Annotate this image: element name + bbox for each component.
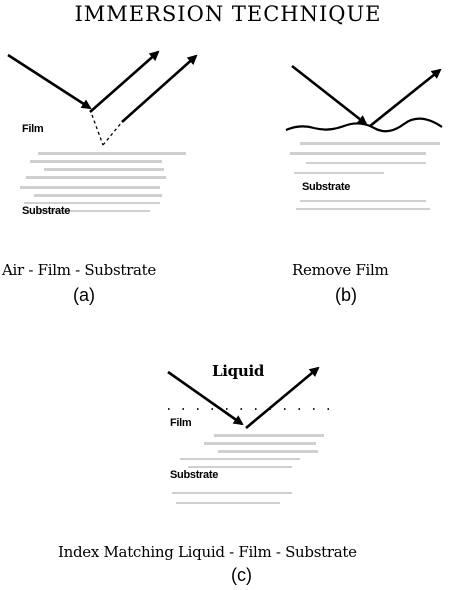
panel-c-liquid-label: Liquid (212, 362, 265, 380)
panel-b-diagram (285, 64, 443, 210)
panel-c-letter: (c) (231, 565, 252, 585)
panel-a-film-layer (26, 152, 186, 179)
panel-c-incident-ray (167, 370, 244, 426)
panel-b-incident-ray (291, 64, 368, 126)
panel-c-substrate-label: Substrate (170, 469, 219, 481)
panel-a-diagram (7, 50, 198, 212)
diagram-title: IMMERSION TECHNIQUE (74, 2, 382, 26)
panel-c-substrate-layer (172, 458, 300, 504)
panel-c-caption: Index Matching Liquid - Film - Substrate (58, 543, 357, 561)
panel-a-substrate-label: Substrate (22, 205, 71, 217)
panel-a-caption: Air - Film - Substrate (2, 261, 156, 279)
panel-b-caption: Remove Film (292, 261, 389, 279)
panel-b-letter: (b) (335, 285, 357, 305)
panel-a-refracted-ray (91, 114, 104, 146)
panel-a-letter: (a) (73, 285, 95, 305)
panel-a-film-label: Film (22, 123, 44, 135)
panel-b-substrate-layer (290, 142, 440, 210)
panel-a-reflected-ray (89, 50, 160, 113)
panel-b-reflected-ray (369, 68, 442, 128)
panel-c-diagram (167, 366, 332, 504)
panel-a-second-reflected-ray (121, 54, 198, 123)
panel-a-substrate-layer (20, 186, 162, 212)
panel-a-incident-ray (7, 53, 92, 110)
panel-b-surface-line (285, 117, 443, 133)
panel-b-substrate-label: Substrate (302, 181, 351, 193)
panel-c-reflected-ray (245, 366, 320, 429)
panel-a-internal-ray (102, 121, 123, 146)
panel-c-film-layer (204, 434, 324, 453)
panel-c-film-label: Film (170, 417, 192, 429)
